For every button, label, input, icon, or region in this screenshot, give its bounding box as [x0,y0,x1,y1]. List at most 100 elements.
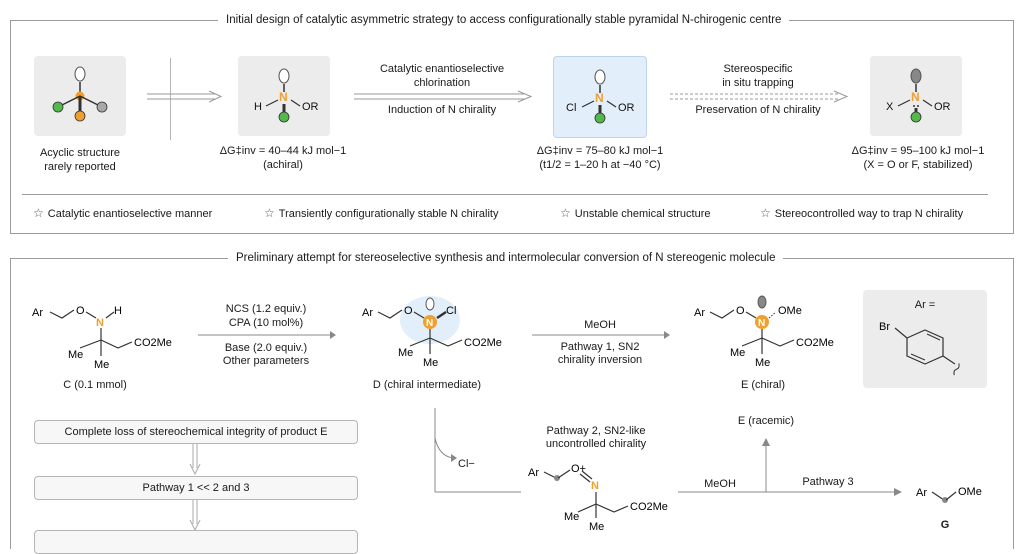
star-icon: ☆ [560,206,571,220]
hollow-arrow-1 [147,90,223,103]
compound-d-structure: Ar O N Cl Me Me CO2Me [362,296,502,369]
feature-item-2: ☆Transiently configurationally stable N … [264,206,499,220]
meoh-label-2: MeOH [704,478,736,490]
arrow1-top-1: Catalytic enantioselective [379,63,505,75]
svg-text:N: N [591,480,599,492]
chloroamine-n-atom: N [595,91,604,105]
svg-text:Me: Me [730,347,745,359]
svg-text:Ar: Ar [32,307,43,319]
loss-integrity-box: Complete loss of stereochemical integrit… [34,420,358,444]
acyclic-label-1: Acyclic structure [39,147,121,159]
stabilized-product-box: N X OR [870,56,962,136]
pathway2-branch-arrows [434,408,521,493]
compound-e-label: E (chiral) [740,379,785,391]
dashed-arrow [670,90,849,103]
arrow2-top-2: in situ trapping [722,77,794,89]
arrow2-bottom: Preservation of N chirality [695,104,821,116]
svg-text:H: H [114,305,122,317]
star-icon: ☆ [33,206,44,220]
chloroamine-note: (t1/2 = 1–20 h at −40 °C) [539,159,661,171]
svg-text:Ar: Ar [916,487,927,499]
svg-text:O: O [76,305,85,317]
chloroamine-drawing: N Cl OR [566,69,635,124]
conditions-1: NCS (1.2 equiv.) [225,303,307,315]
svg-text:O+: O+ [571,463,586,475]
pathway1-label-1: Pathway 1, SN2 [560,341,640,353]
chloride-label: Cl− [458,458,475,470]
pathway1-label-2: chirality inversion [557,354,643,366]
acyclic-structure-box [34,56,126,136]
svg-text:N: N [96,317,104,329]
amine-h-atom: H [254,101,262,113]
svg-text:Me: Me [398,347,413,359]
top-panel-title: Initial design of catalytic asymmetric s… [218,14,790,26]
hollow-arrow-2 [354,90,533,103]
compound-c-label: C (0.1 mmol) [63,379,127,391]
chloroamine-or-group: OR [618,102,635,114]
svg-text:Ar: Ar [362,307,373,319]
arrow2-top-1: Stereospecific [723,63,793,75]
svg-text:Me: Me [589,521,604,533]
svg-text:Me: Me [423,357,438,369]
feature-item-1: ☆Catalytic enantioselective manner [33,206,213,220]
ar-definition-label: Ar = [914,299,936,311]
svg-text:Me: Me [68,349,83,361]
acyclic-label-2: rarely reported [44,161,116,173]
svg-text:CO2Me: CO2Me [464,337,502,349]
product-dg: ΔG‡inv = 95–100 kJ mol−1 [851,145,985,157]
compound-c-structure: Ar O N H Me Me CO2Me [32,305,172,371]
amine-drawing: N H OR [254,68,319,123]
down-arrow-1 [189,444,201,476]
conditions-3: Base (2.0 equiv.) [224,342,308,354]
product-x-atom: X [886,101,894,113]
svg-text:N: N [758,318,765,329]
svg-text:Me: Me [755,357,770,369]
svg-text:OMe: OMe [958,486,982,498]
feature-item-4: ☆Stereocontrolled way to trap N chiralit… [760,206,964,220]
svg-text:O: O [404,305,413,317]
product-n-atom: N [911,90,920,104]
pathway-order-box: Pathway 1 << 2 and 3 [34,476,358,500]
svg-text:Me: Me [564,511,579,523]
ar-definition-box: Ar = Br [863,290,987,388]
svg-text:Ar: Ar [528,467,539,479]
chloroamine-dg: ΔG‡inv = 75–80 kJ mol−1 [536,145,664,157]
meoh-label-1: MeOH [584,319,616,331]
svg-text:O: O [736,305,745,317]
svg-text:Me: Me [94,359,109,371]
product-or-group: OR [934,101,951,113]
down-arrow-2 [189,500,201,532]
star-icon: ☆ [760,206,771,220]
amine-box: N H OR [238,56,330,136]
conditions-2: CPA (10 mol%) [228,317,304,329]
compound-g-label: G [940,519,950,531]
pathway3-arrows [678,438,902,496]
pathway2-label-1: Pathway 2, SN2-like [546,425,646,437]
compound-e-racemic-label: E (racemic) [737,415,795,427]
chloroamine-cl-atom: Cl [566,102,576,114]
amine-or-group: OR [302,101,319,113]
next-step-box [34,530,358,554]
pathway3-label: Pathway 3 [802,476,854,488]
svg-text:CO2Me: CO2Me [134,337,172,349]
arrow1-bottom: Induction of N chirality [387,104,497,116]
aryl-ring-drawing: Br [879,321,960,376]
compound-e-structure: Ar O N OMe Me Me CO2Me [694,295,834,369]
star-icon: ☆ [264,206,275,220]
reaction-arrow-1 [198,331,336,339]
svg-text:N: N [426,318,433,329]
acyclic-structure-drawing [52,66,108,122]
svg-text:Br: Br [879,321,890,333]
top-panel [10,20,1014,234]
amine-note: (achiral) [263,159,303,171]
bottom-panel-title: Preliminary attempt for stereoselective … [228,252,784,264]
compound-g-structure: Ar OMe [916,486,982,503]
compound-d-label: D (chiral intermediate) [372,379,482,391]
stabilized-product-drawing: N X OR [886,68,951,123]
product-note: (X = O or F, stabilized) [863,159,973,171]
svg-text:CO2Me: CO2Me [630,501,668,513]
reaction-arrow-2 [532,331,670,339]
svg-text:CO2Me: CO2Me [796,337,834,349]
amine-n-atom: N [279,90,288,104]
svg-text:OMe: OMe [778,305,802,317]
